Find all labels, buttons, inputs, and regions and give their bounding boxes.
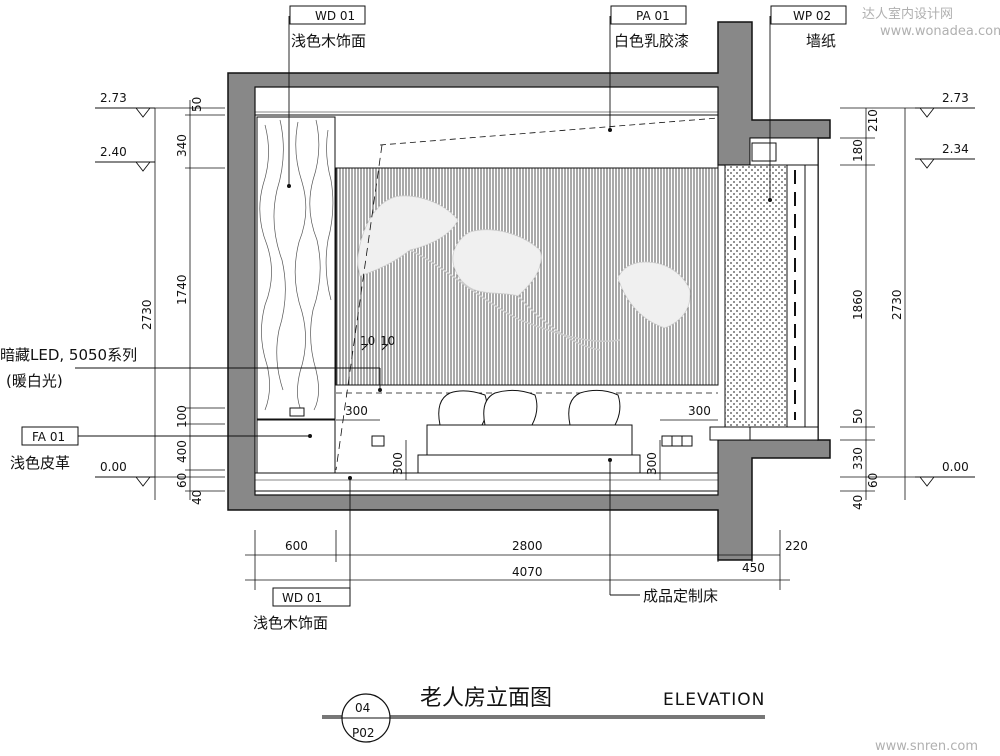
tag-wd01-top: WD 01 浅色木饰面 bbox=[289, 5, 366, 50]
watermark-footer: www.snren.com bbox=[875, 739, 978, 754]
watermark-cn: 达人室内设计网 bbox=[862, 6, 953, 22]
tag-code: PA 01 bbox=[636, 9, 670, 23]
dim-right-total: 2730 bbox=[890, 289, 904, 320]
right-dim-values: 210 180 1860 2730 50 330 60 40 bbox=[851, 109, 904, 510]
window-wallpaper bbox=[709, 142, 819, 441]
label-led-color: (暖白光) bbox=[6, 372, 63, 390]
level-right-000: 0.00 bbox=[942, 460, 969, 474]
level-right-273: 2.73 bbox=[942, 91, 969, 105]
dim-220: 220 bbox=[785, 539, 808, 553]
dim-right-330: 330 bbox=[851, 447, 865, 470]
ginkgo-leaf-art bbox=[357, 195, 691, 351]
tag-code: WP 02 bbox=[793, 9, 831, 23]
watermark-url: www.wonadea.com bbox=[880, 24, 1000, 39]
bed-wall-panel bbox=[335, 167, 719, 394]
dim-right-50: 50 bbox=[851, 409, 865, 424]
dim-left-50: 50 bbox=[190, 97, 204, 112]
dim-left-total: 2730 bbox=[140, 299, 154, 330]
callout-10a: 10 bbox=[360, 334, 375, 348]
dim-left-340: 340 bbox=[175, 134, 189, 157]
level-markers bbox=[95, 107, 975, 487]
dim-left-40: 40 bbox=[190, 490, 204, 505]
label-leather: 浅色皮革 bbox=[10, 454, 70, 472]
dim-4070: 4070 bbox=[512, 565, 543, 579]
dim-socket-left: 300 bbox=[391, 452, 405, 475]
left-dimensions bbox=[150, 100, 225, 500]
level-left-240: 2.40 bbox=[100, 145, 127, 159]
title-block: 04 P02 老人房立面图 ELEVATION bbox=[322, 686, 765, 743]
label-wood-top: 浅色木饰面 bbox=[291, 32, 366, 50]
dim-socket-right: 300 bbox=[645, 452, 659, 475]
detail-dim-values: 300 300 300 300 bbox=[345, 404, 711, 475]
left-dim-values: 2730 50 340 1740 100 400 60 40 bbox=[140, 97, 204, 505]
leader-dots bbox=[308, 128, 772, 480]
level-left-000: 0.00 bbox=[100, 460, 127, 474]
tag-code: FA 01 bbox=[32, 430, 65, 444]
drawing-title: 老人房立面图 bbox=[420, 686, 552, 711]
label-paint: 白色乳胶漆 bbox=[614, 32, 689, 50]
tag-wd01-bottom: WD 01 浅色木饰面 bbox=[253, 587, 351, 632]
dim-450: 450 bbox=[742, 561, 765, 575]
watermark: 达人室内设计网 www.wonadea.com www.snren.com bbox=[862, 6, 1000, 754]
dim-right-180: 180 bbox=[851, 139, 865, 162]
detail-dimensions bbox=[336, 419, 718, 480]
furniture bbox=[254, 144, 719, 492]
dim-right-40: 40 bbox=[851, 495, 865, 510]
tag-pa01: PA 01 白色乳胶漆 bbox=[610, 5, 689, 50]
leader-lines bbox=[75, 16, 771, 595]
tag-code: WD 01 bbox=[282, 591, 322, 605]
dim-left-1740: 1740 bbox=[175, 274, 189, 305]
dim-600: 600 bbox=[285, 539, 308, 553]
bottom-dim-values: 600 2800 220 450 4070 bbox=[285, 539, 808, 579]
sheet-number: P02 bbox=[352, 726, 375, 740]
wood-panel-column bbox=[256, 116, 336, 420]
level-right-234: 2.34 bbox=[942, 142, 969, 156]
label-wood-bottom: 浅色木饰面 bbox=[253, 614, 328, 632]
dim-left-100: 100 bbox=[175, 405, 189, 428]
tag-code: WD 01 bbox=[315, 9, 355, 23]
dim-left-400: 400 bbox=[175, 440, 189, 463]
dim-left-60: 60 bbox=[175, 473, 189, 488]
section-callout: 10 10 bbox=[360, 334, 395, 351]
level-values: 2.73 2.40 0.00 2.73 2.34 0.00 bbox=[100, 91, 969, 474]
dim-right-210: 210 bbox=[866, 109, 880, 132]
drawing-number: 04 bbox=[355, 701, 370, 715]
annotation-bed: 成品定制床 bbox=[610, 587, 718, 605]
callout-10b: 10 bbox=[380, 334, 395, 348]
annotation-led: 暗藏LED, 5050系列 (暖白光) bbox=[0, 346, 137, 390]
dim-2800: 2800 bbox=[512, 539, 543, 553]
dim-nightstand-left: 300 bbox=[345, 404, 368, 418]
bottom-dimensions bbox=[245, 530, 790, 590]
dim-right-1860: 1860 bbox=[851, 289, 865, 320]
level-left-273: 2.73 bbox=[100, 91, 127, 105]
tag-fa01: FA 01 浅色皮革 bbox=[10, 426, 79, 472]
dim-right-60: 60 bbox=[866, 473, 880, 488]
label-led: 暗藏LED, 5050系列 bbox=[0, 346, 137, 364]
label-bed: 成品定制床 bbox=[643, 587, 718, 605]
label-wallpaper: 墙纸 bbox=[806, 32, 836, 50]
tag-wp02: WP 02 墙纸 bbox=[770, 5, 847, 50]
dim-nightstand-right: 300 bbox=[688, 404, 711, 418]
drawing-title-en: ELEVATION bbox=[663, 690, 765, 710]
right-dimensions bbox=[840, 107, 915, 500]
